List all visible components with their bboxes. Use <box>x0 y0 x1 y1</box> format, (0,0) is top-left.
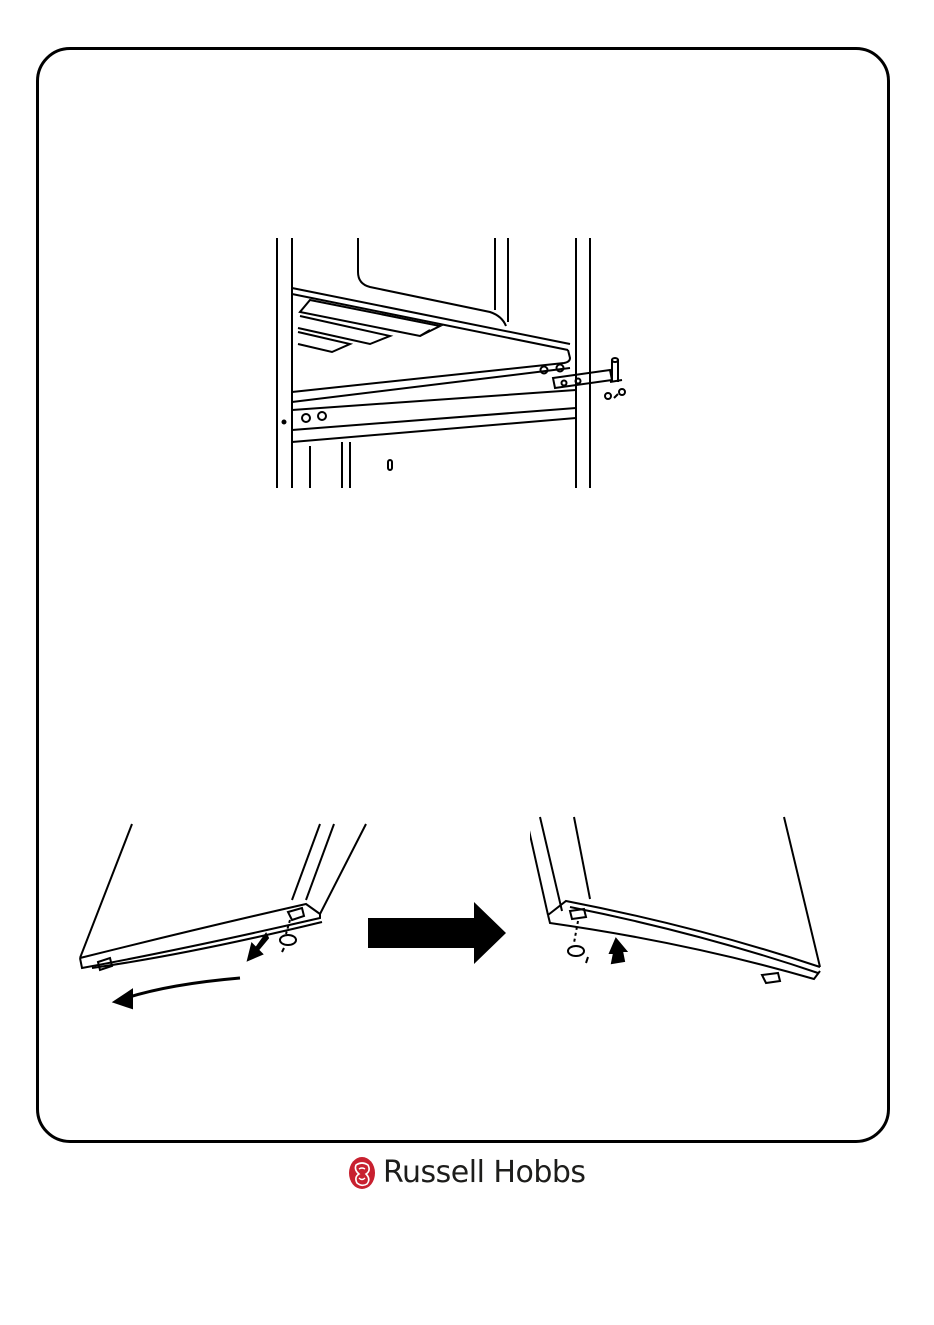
door-bottom-removal-illustration <box>70 818 380 1018</box>
brand-name: Russell Hobbs <box>383 1158 586 1188</box>
brand-logo: Russell Hobbs <box>347 1153 586 1193</box>
russell-hobbs-emblem-icon <box>347 1155 377 1191</box>
right-arrow-icon <box>366 900 508 966</box>
door-bottom-refit-illustration <box>530 815 830 1010</box>
lower-hinge-bracket-illustration <box>270 232 650 490</box>
